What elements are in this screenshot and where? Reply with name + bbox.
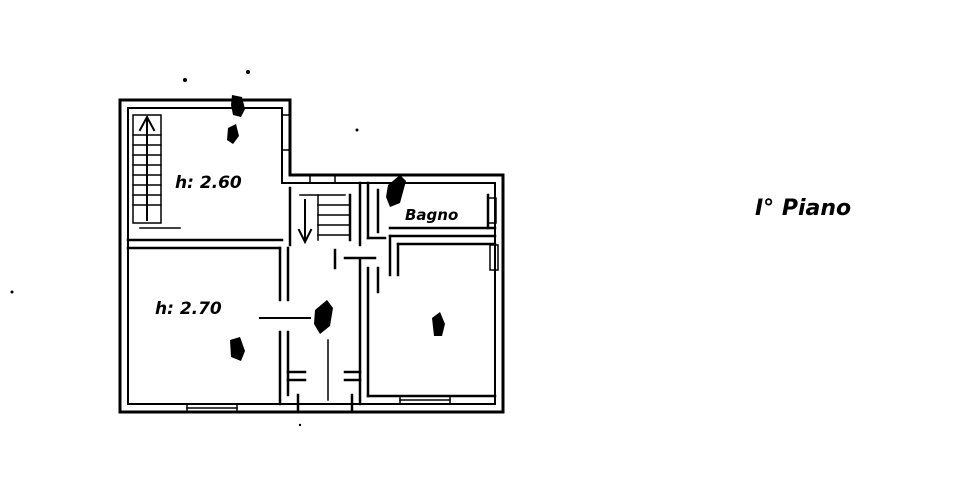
height-label-lower: h: 2.70 <box>155 299 222 319</box>
bathroom-label: Bagno <box>405 206 458 224</box>
windows <box>186 114 499 413</box>
outer-walls <box>118 98 505 414</box>
bathroom-walls <box>358 181 497 277</box>
floor-title: I° Piano <box>755 196 851 221</box>
stair-central <box>288 186 377 270</box>
room-upper-left <box>126 238 290 302</box>
height-label-upper: h: 2.60 <box>175 173 242 193</box>
stair-left <box>132 114 181 229</box>
interior-walls <box>259 258 497 414</box>
room-markers <box>10 70 445 427</box>
